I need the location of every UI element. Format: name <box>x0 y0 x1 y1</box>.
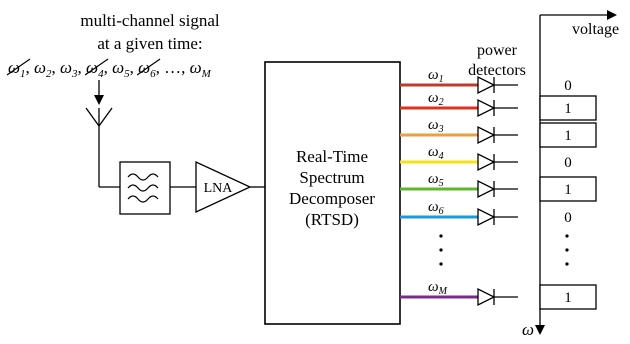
power-detector-diode-icon <box>477 287 518 307</box>
frequency-item: ω <box>60 58 72 77</box>
frequency-subscript: 3 <box>71 68 78 80</box>
channel-bit-value: 0 <box>564 155 572 171</box>
channel-bit-value: 1 <box>564 182 572 198</box>
power-detector-diode-icon <box>477 179 518 199</box>
channel-ellipsis <box>439 234 569 266</box>
output-bar <box>539 122 597 148</box>
signal-caption-line1: multi-channel signal <box>80 11 220 30</box>
channel-bit-value: 1 <box>564 101 572 117</box>
channel-omega-label: ω4 <box>428 144 444 162</box>
channel-omega-label: ω6 <box>428 199 444 217</box>
rtsd-label-line1: Real-Time <box>296 147 368 166</box>
lna-amplifier <box>195 160 252 214</box>
frequency-item: ω <box>34 58 46 77</box>
power-detector-diode-icon <box>477 207 518 227</box>
power-detector-diode-icon <box>477 75 518 95</box>
output-bar <box>539 176 597 202</box>
channel-omega-label: ω2 <box>428 90 444 108</box>
strike-mark <box>84 58 109 76</box>
antenna-icon <box>85 107 113 187</box>
output-bar <box>539 95 597 121</box>
output-bar <box>539 284 597 310</box>
rtsd-label-line2: Spectrum <box>299 168 364 187</box>
channel-bit-value: 0 <box>564 210 572 226</box>
frequency-subscript: 6 <box>150 68 156 80</box>
channel-bit-value: 0 <box>564 78 572 94</box>
channel-bit-value: 1 <box>564 128 572 144</box>
omega-axis-label: ω <box>522 320 534 339</box>
power-detector-diode-icon <box>477 98 518 118</box>
channel-omega-label: ωM <box>428 279 448 297</box>
frequency-subscript: 1 <box>20 68 26 80</box>
frequency-list: ω1, ω2, ω3, ω4, ω5, ω6, …, ωM <box>6 58 212 80</box>
frequency-subscript: 5 <box>124 68 130 80</box>
frequency-subscript: M <box>201 68 212 80</box>
channel-outputs: ω1 0 ω2 1 ω3 1 ω4 0 ω5 1 ω6 0 ωM 1 <box>400 67 597 310</box>
detectors-label-line2: detectors <box>468 62 526 79</box>
frequency-list-text: ω1, ω2, ω3, ω4, ω5, ω6, …, ωM <box>8 58 212 80</box>
channel-omega-label: ω5 <box>428 171 444 189</box>
frequency-item: ω <box>190 58 202 77</box>
voltage-label: voltage <box>572 21 619 38</box>
detectors-label-line1: power <box>477 42 518 59</box>
power-detector-diode-icon <box>477 152 518 172</box>
strike-mark <box>6 58 31 76</box>
frequency-subscript: 2 <box>46 68 52 80</box>
channel-bit-value: 1 <box>564 290 572 306</box>
channel-omega-label: ω3 <box>428 117 444 135</box>
lna-label: LNA <box>204 181 234 196</box>
frequency-item: ω <box>112 58 124 77</box>
rtsd-block <box>264 61 401 325</box>
bandpass-filter-icon <box>119 161 171 215</box>
rtsd-label-line3: Decomposer <box>289 189 375 208</box>
rtsd-label-line4: (RTSD) <box>305 210 359 229</box>
signal-caption-line2: at a given time: <box>97 34 202 53</box>
frequency-item: … <box>164 58 181 77</box>
power-detector-diode-icon <box>477 125 518 145</box>
frequency-subscript: 4 <box>98 68 104 80</box>
strike-mark <box>136 58 161 76</box>
channel-omega-label: ω1 <box>428 67 444 85</box>
